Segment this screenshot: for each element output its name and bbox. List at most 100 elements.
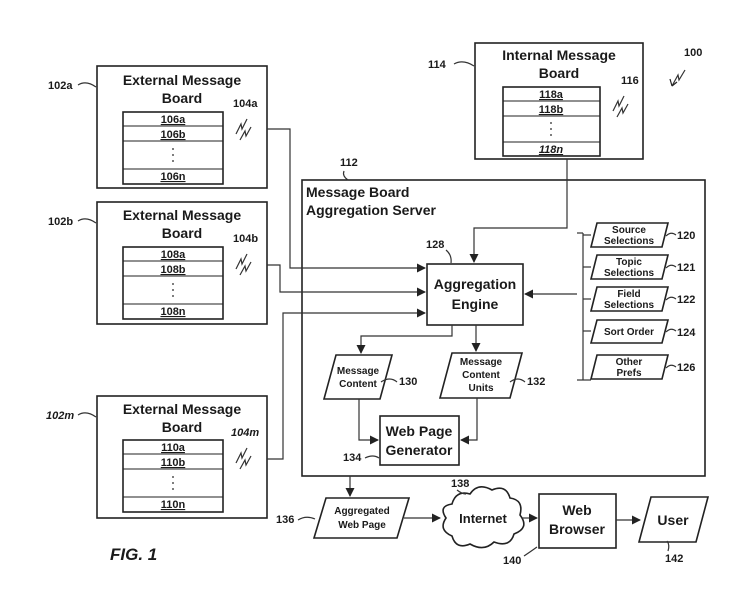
content-units-label: Content bbox=[462, 370, 500, 381]
ellipsis-icon bbox=[172, 148, 174, 162]
pref-label: Selections bbox=[604, 236, 654, 247]
board-title: Board bbox=[539, 65, 579, 81]
pref-label: Other bbox=[616, 357, 643, 368]
ref-label: 130 bbox=[399, 376, 417, 388]
message-content: Message Content 130 bbox=[322, 354, 417, 400]
connectors bbox=[267, 128, 641, 525]
board-title: Board bbox=[162, 419, 202, 435]
pref-field-selections: Field Selections 122 bbox=[583, 286, 695, 312]
pref-source-selections: Source Selections 120 bbox=[583, 222, 695, 248]
engine-label: Aggregation bbox=[434, 276, 516, 292]
ref-label: 136 bbox=[276, 514, 294, 526]
engine-label: Engine bbox=[452, 296, 499, 312]
ref-label: 104m bbox=[231, 427, 259, 439]
leader-line bbox=[77, 412, 97, 418]
pref-label: Topic bbox=[616, 257, 642, 268]
ref-label: 120 bbox=[677, 230, 695, 242]
ref-label: 134 bbox=[343, 452, 362, 464]
ref-label: 104a bbox=[233, 98, 258, 110]
ref-label: 140 bbox=[503, 555, 521, 567]
leader-line bbox=[77, 82, 97, 88]
arrowhead-icon bbox=[669, 78, 678, 87]
ref-label: 112 bbox=[340, 157, 358, 169]
generator-label: Generator bbox=[386, 442, 453, 458]
list-item: 110a bbox=[161, 442, 186, 454]
ref-label: 102m bbox=[46, 410, 74, 422]
web-page-generator: Web Page Generator 134 bbox=[343, 415, 460, 466]
list-item: 110b bbox=[161, 457, 186, 469]
ellipsis-icon bbox=[550, 122, 552, 136]
message-content-units: Message Content Units 132 bbox=[438, 352, 545, 399]
ref-label: 104b bbox=[233, 233, 258, 245]
pref-label: Sort Order bbox=[604, 327, 654, 338]
content-units-label: Message bbox=[460, 357, 503, 368]
internet-label: Internet bbox=[459, 511, 507, 526]
ref-label: 124 bbox=[677, 327, 696, 339]
aggregated-label: Aggregated bbox=[334, 506, 390, 517]
leader-line bbox=[77, 218, 97, 224]
leader-line bbox=[342, 170, 349, 181]
pref-other-prefs: Other Prefs 126 bbox=[583, 354, 695, 381]
list-item: 118n bbox=[539, 144, 564, 156]
board-title: External Message bbox=[123, 72, 241, 88]
external-board-b: External Message Board 108a 108b 108n 10… bbox=[48, 201, 268, 325]
user-node: User 142 bbox=[637, 496, 710, 565]
cloud-icon bbox=[442, 486, 525, 549]
external-board-m: External Message Board 110a 110b 110n 10… bbox=[46, 395, 268, 519]
list-item: 106b bbox=[160, 129, 185, 141]
list-item: 108a bbox=[161, 249, 186, 261]
list-item: 108n bbox=[160, 306, 185, 318]
lightning-icon bbox=[671, 69, 686, 87]
leader-line bbox=[453, 61, 475, 67]
internet-cloud: Internet 138 140 bbox=[442, 478, 538, 567]
ref-label: 114 bbox=[428, 59, 447, 71]
lightning-icon bbox=[239, 126, 252, 141]
ellipsis-icon bbox=[172, 476, 174, 490]
lightning-icon bbox=[235, 447, 248, 464]
pref-label: Prefs bbox=[616, 368, 641, 379]
lightning-icon bbox=[235, 118, 248, 135]
list-item: 108b bbox=[160, 264, 185, 276]
aggregated-web-page: Aggregated Web Page 136 bbox=[276, 497, 411, 539]
aggregated-label: Web Page bbox=[338, 520, 386, 531]
figure-label: FIG. 1 bbox=[110, 545, 157, 564]
lightning-icon bbox=[616, 103, 629, 118]
lightning-icon bbox=[239, 455, 252, 470]
aggregation-engine: Aggregation Engine 128 bbox=[426, 239, 524, 326]
ref-label: 121 bbox=[677, 262, 695, 274]
ellipsis-icon bbox=[172, 283, 174, 297]
content-label: Message bbox=[337, 366, 380, 377]
server-title: Message Board bbox=[306, 184, 409, 200]
lightning-icon bbox=[612, 95, 625, 112]
pref-label: Field bbox=[617, 289, 640, 300]
internal-board: Internal Message Board 118a 118b 118n 11… bbox=[428, 42, 644, 160]
user-label: User bbox=[657, 512, 689, 528]
external-board-a: External Message Board 106a 106b 106n 10… bbox=[48, 65, 268, 189]
ref-label: 128 bbox=[426, 239, 444, 251]
web-browser: Web Browser bbox=[538, 493, 617, 549]
browser-label: Web bbox=[562, 502, 591, 518]
generator-label: Web Page bbox=[386, 423, 453, 439]
pref-label: Selections bbox=[604, 300, 654, 311]
server-title: Aggregation Server bbox=[306, 202, 436, 218]
lightning-icon bbox=[235, 253, 248, 270]
content-units-label: Units bbox=[469, 383, 494, 394]
pref-sort-order: Sort Order 124 bbox=[583, 319, 696, 344]
leader-line bbox=[445, 249, 452, 264]
pref-label: Source bbox=[612, 225, 646, 236]
list-item: 110n bbox=[161, 499, 186, 511]
ref-label: 102b bbox=[48, 216, 73, 228]
content-label: Content bbox=[339, 379, 377, 390]
ref-label: 102a bbox=[48, 80, 73, 92]
board-title: Internal Message bbox=[502, 47, 616, 63]
list-item: 118b bbox=[539, 104, 564, 116]
lightning-icon bbox=[239, 261, 252, 276]
list-item: 118a bbox=[539, 89, 564, 101]
ref-label: 116 bbox=[621, 75, 639, 87]
preferences: Source Selections 120 Topic Selections 1… bbox=[577, 222, 696, 381]
board-title: External Message bbox=[123, 207, 241, 223]
ref-label: 132 bbox=[527, 376, 545, 388]
list-item: 106n bbox=[160, 171, 185, 183]
browser-label: Browser bbox=[549, 521, 606, 537]
ref-label: 126 bbox=[677, 362, 695, 374]
